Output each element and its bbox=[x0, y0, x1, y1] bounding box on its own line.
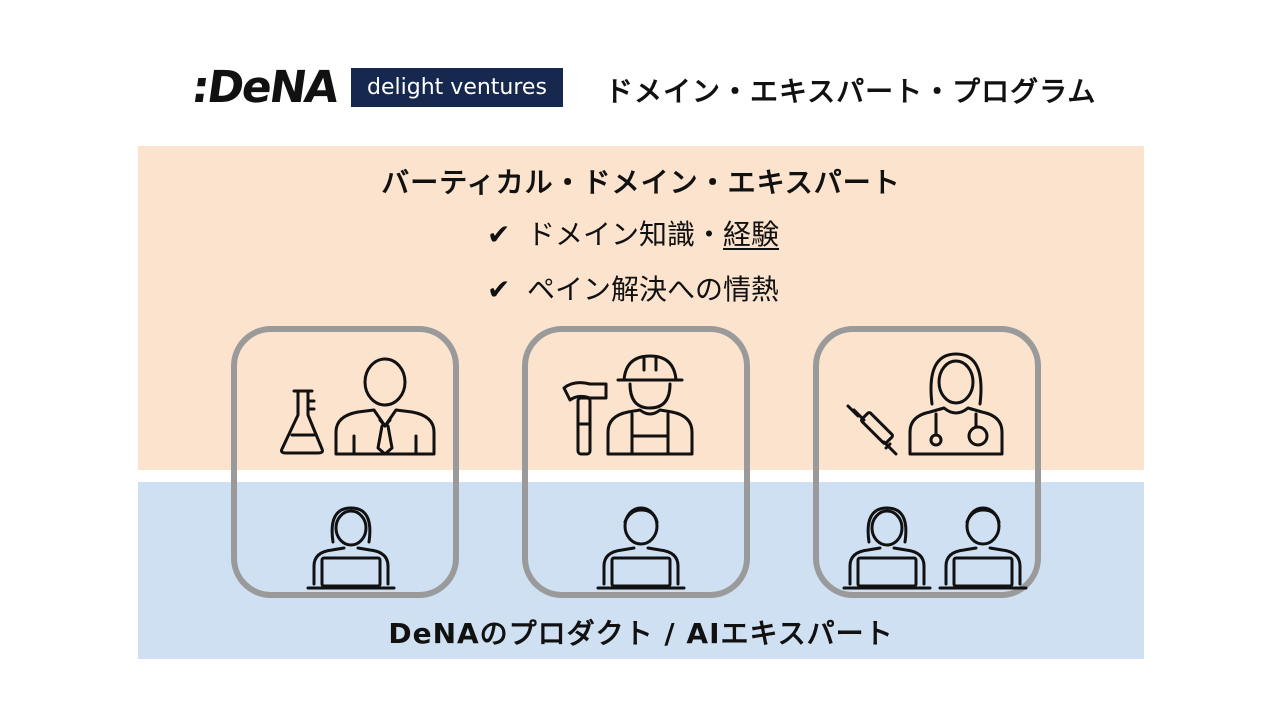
flask-icon bbox=[280, 389, 324, 455]
check-text: ペイン解決への情熱 bbox=[527, 273, 780, 306]
team-card-research bbox=[231, 326, 459, 598]
check-icon: ✔ bbox=[487, 218, 511, 251]
team-card-construction bbox=[522, 326, 750, 598]
doctor-icon bbox=[908, 352, 1004, 456]
construction-worker-icon bbox=[606, 354, 694, 456]
check-text-underlined: 経験 bbox=[723, 218, 780, 251]
program-title: ドメイン・エキスパート・プログラム bbox=[605, 75, 1097, 108]
syringe-icon bbox=[846, 404, 898, 456]
businessman-icon bbox=[334, 357, 436, 456]
check-item-knowledge: ✔ ドメイン知識・経験 bbox=[487, 213, 779, 253]
dena-logo: :DeNA bbox=[188, 62, 341, 113]
man-laptop-icon bbox=[938, 506, 1028, 590]
man-laptop-icon bbox=[596, 506, 686, 590]
check-item-passion: ✔ ペイン解決への情熱 bbox=[487, 268, 779, 308]
woman-laptop-icon bbox=[842, 506, 932, 590]
check-text: ドメイン知識・ bbox=[527, 218, 724, 251]
hammer-icon bbox=[562, 381, 608, 456]
dena-expert-label: DeNAのプロダクト / AIエキスパート bbox=[388, 617, 894, 650]
vertical-expert-title: バーティカル・ドメイン・エキスパート bbox=[381, 166, 901, 199]
delight-ventures-logo: delight ventures bbox=[351, 68, 563, 107]
check-icon: ✔ bbox=[487, 273, 511, 306]
team-card-medical bbox=[813, 326, 1041, 598]
woman-laptop-icon bbox=[306, 506, 396, 590]
